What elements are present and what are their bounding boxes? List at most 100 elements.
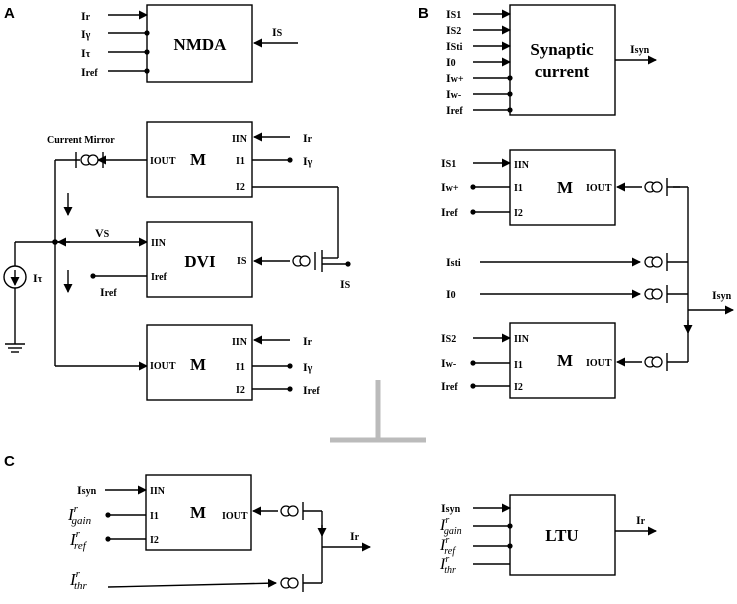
synaptic-input-iref: Iref <box>446 103 463 117</box>
panel-b-m-top-input-iwplus: Iw+ <box>441 180 459 194</box>
panel-b-m-top-i1: I1 <box>514 183 523 194</box>
synaptic-output-label: Isyn <box>630 42 650 56</box>
synaptic-title-line1: Synaptic <box>530 40 594 59</box>
panel-a-m-top-i1: I1 <box>236 156 245 167</box>
panel-b-m-top-input-is1: IS1 <box>441 156 456 170</box>
dvi-port-iref: Iref <box>151 272 168 283</box>
ltu-title: LTU <box>545 526 578 545</box>
panel-b-wiring <box>480 178 734 371</box>
panel-b-m-top-input-wires <box>470 158 511 215</box>
dvi-iref-label: Iref <box>100 285 117 299</box>
panel-c-m-block <box>145 474 252 551</box>
nmda-input-is: IS <box>272 25 283 39</box>
ltu-input-wires <box>473 503 513 565</box>
panel-b-m-top-iin: IIN <box>514 160 530 171</box>
panel-a-m-top-i2: I2 <box>236 182 245 193</box>
panel-a-m-bottom-title: M <box>190 355 206 374</box>
panel-a-m-bottom-iout: IOUT <box>150 361 176 372</box>
nmda-input-iref: Iref <box>81 65 98 79</box>
synaptic-input-wires <box>473 9 513 113</box>
panel-b-m-bottom-input-iwminus: Iw- <box>441 356 456 370</box>
panel-b-m-bottom-input-is2: IS2 <box>441 331 456 345</box>
panel-b-input-isti: Isti <box>446 255 461 269</box>
nmda-inputs <box>108 10 150 74</box>
panel-b-input-i0: I0 <box>446 287 456 301</box>
panel-b-m-bottom-input-iref: Iref <box>441 379 458 393</box>
panel-b-m-bottom-title: M <box>557 351 573 370</box>
panel-label-c: C <box>4 453 15 470</box>
panel-a-m-top-input-igamma: Iγ <box>303 154 313 168</box>
panel-c-m-i2: I2 <box>150 535 159 546</box>
current-source-symbol <box>3 265 27 289</box>
panel-b-m-bottom-input-wires <box>470 333 511 389</box>
dvi-port-iin: IIN <box>151 238 167 249</box>
panel-a-m-top-iout: IOUT <box>150 156 176 167</box>
panel-b-m-bottom-block <box>509 322 616 399</box>
panel-a-m-bottom-i1: I1 <box>236 362 245 373</box>
panel-b-output-isyn: Isyn <box>712 288 732 302</box>
nmda-input-ir: Ir <box>81 9 91 23</box>
nmda-input-itau: Iτ <box>81 46 91 60</box>
panel-a-m-bottom-i2: I2 <box>236 385 245 396</box>
itau-source-label: Iτ <box>33 271 43 285</box>
nmda-title: NMDA <box>174 35 228 54</box>
panel-b-m-top-i2: I2 <box>514 208 523 219</box>
panel-b-m-bottom-i2: I2 <box>514 382 523 393</box>
dvi-iref-dot <box>90 273 96 279</box>
nmda-block <box>146 4 253 83</box>
synaptic-input-iwplus: Iw+ <box>446 71 464 85</box>
panel-b-m-top-iout: IOUT <box>586 183 612 194</box>
synaptic-input-i0: I0 <box>446 55 456 69</box>
panel-label-a: A <box>4 5 15 22</box>
synaptic-input-iwminus: Iw- <box>446 87 461 101</box>
dvi-is-label: IS <box>340 277 351 291</box>
panel-c-output-ir: Ir <box>350 529 360 543</box>
current-mirror-label: Current Mirror <box>47 135 115 146</box>
panel-c-m-input-isyn: Isyn <box>77 483 97 497</box>
panel-separator <box>330 380 426 443</box>
panel-b-m-top-block <box>509 149 616 226</box>
dvi-transistor-symbol <box>292 250 323 272</box>
panel-c-m-input-wires <box>105 485 147 542</box>
panel-c-m-title: M <box>190 503 206 522</box>
vs-label: VS <box>95 226 110 240</box>
dvi-port-is: IS <box>237 256 247 267</box>
panel-c-wiring <box>107 502 371 592</box>
panel-a-m-bottom-iin: IIN <box>232 337 248 348</box>
ltu-output-ir: Ir <box>636 513 646 527</box>
synaptic-current-block <box>509 4 616 116</box>
panel-a-m-bottom-input-igamma: Iγ <box>303 360 313 374</box>
panel-b-m-top-input-iref: Iref <box>441 205 458 219</box>
panel-a-m-top-input-ir: Ir <box>303 131 313 145</box>
panel-a-m-bottom-input-wires <box>252 335 293 392</box>
panel-a-m-top-block <box>146 121 253 198</box>
panel-a-m-bottom-block <box>146 324 253 401</box>
panel-c-m-iin: IIN <box>150 486 166 497</box>
ltu-block <box>509 494 616 576</box>
synaptic-input-is2: IS2 <box>446 23 461 37</box>
dvi-block <box>146 221 253 298</box>
panel-a-m-bottom-input-ir: Ir <box>303 334 313 348</box>
synaptic-input-isti: ISti <box>446 39 463 53</box>
panel-b-m-bottom-iin: IIN <box>514 334 530 345</box>
panel-a-m-top-iin: IIN <box>232 134 248 145</box>
panel-b-m-bottom-i1: I1 <box>514 360 523 371</box>
nmda-input-igamma: Iγ <box>81 27 91 41</box>
synaptic-title-line2: current <box>535 62 590 81</box>
panel-b-m-top-title: M <box>557 178 573 197</box>
panel-c-m-i1: I1 <box>150 511 159 522</box>
current-mirror-symbol <box>75 152 104 168</box>
panel-a-m-top-title: M <box>190 150 206 169</box>
ltu-input-isyn: Isyn <box>441 501 461 515</box>
panel-b-m-bottom-iout: IOUT <box>586 358 612 369</box>
panel-c-m-iout: IOUT <box>222 511 248 522</box>
panel-a-m-top-igamma-dot <box>287 157 293 163</box>
synaptic-input-is1: IS1 <box>446 7 461 21</box>
